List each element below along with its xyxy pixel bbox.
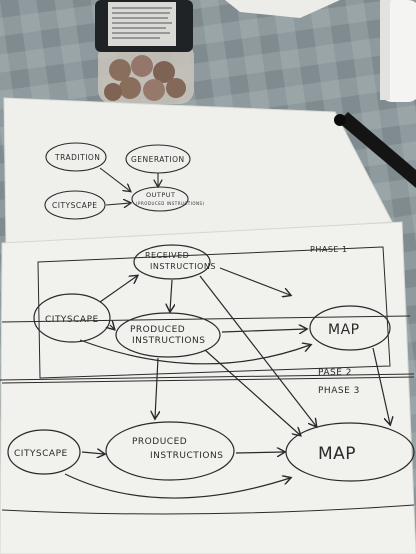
top-paper-sheet — [3, 97, 393, 247]
phase-boxes — [0, 246, 415, 515]
label-phase-1: PHASE 1 — [310, 245, 348, 254]
label-cityscape-top: CITYSCAPE — [52, 201, 98, 210]
label-output: OUTPUT — [146, 191, 176, 199]
label-phase-2: PASE 2 — [318, 368, 352, 378]
node-map-1 — [309, 305, 391, 351]
node-tradition — [45, 142, 107, 172]
label-received-1: RECEIVED — [145, 251, 189, 260]
node-cityscape-2 — [7, 429, 81, 475]
label-tradition: TRADITION — [54, 153, 100, 162]
node-cityscape-1 — [33, 293, 111, 343]
label-map-2: MAP — [318, 444, 356, 464]
label-produced-2a: PRODUCED — [132, 437, 187, 447]
bottom-sheet-labels: PHASE 1 PASE 2 PHASE 3 RECEIVED INSTRUCT… — [14, 245, 360, 464]
label-phase-3: PHASE 3 — [318, 386, 360, 396]
label-produced-1b: INSTRUCTIONS — [132, 336, 205, 346]
top-sheet-labels: TRADITION GENERATION CITYSCAPE OUTPUT (P… — [52, 153, 205, 210]
node-received-instructions — [133, 244, 211, 280]
white-bottle — [380, 0, 416, 102]
label-received-2: INSTRUCTIONS — [150, 262, 216, 271]
bottom-sheet-diagram — [7, 244, 415, 499]
top-corner-paper — [225, 0, 340, 18]
label-generation: GENERATION — [131, 155, 185, 164]
label-produced-2b: INSTRUCTIONS — [150, 451, 223, 461]
node-cityscape-top — [44, 190, 106, 220]
label-cityscape-2: CITYSCAPE — [14, 449, 68, 459]
label-map-1: MAP — [328, 322, 360, 338]
pill-jar — [95, 0, 194, 104]
label-output-sub: (PRODUCED INSTRUCTIONS) — [136, 201, 205, 206]
marker-pen — [334, 112, 416, 188]
label-cityscape-1: CITYSCAPE — [45, 315, 99, 325]
label-produced-1a: PRODUCED — [130, 325, 185, 335]
top-sheet-diagram — [44, 142, 191, 220]
